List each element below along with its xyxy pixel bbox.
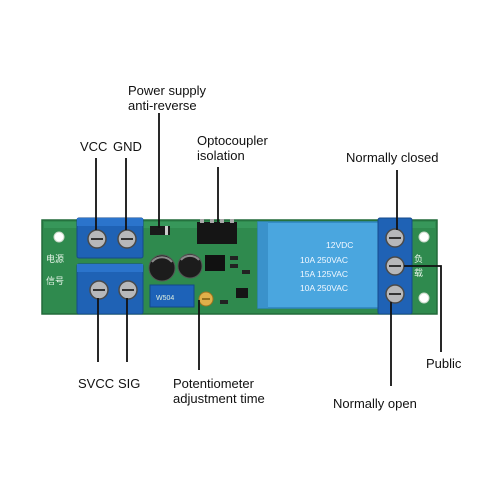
- smd-resistor-3: [242, 270, 250, 274]
- opto-pin: [230, 219, 234, 223]
- relay-body-shade: [258, 222, 268, 308]
- vcc-label: VCC: [80, 139, 107, 154]
- mounting-hole-right: [418, 231, 430, 243]
- public-label: Public: [426, 356, 462, 371]
- capacitor-1-mark: [151, 256, 173, 263]
- relay-rating-line-2: 10A 250VAC: [300, 255, 348, 265]
- relay-rating-line-1: 12VDC: [326, 240, 353, 250]
- leader-lines: [95, 113, 442, 386]
- load-silkscreen-text-2: 载: [414, 267, 423, 279]
- smd-chip-1: [205, 255, 225, 271]
- smd-resistor-5: [220, 300, 228, 304]
- pcb-board-highlight: [44, 222, 435, 228]
- potentiometer-marking: W504: [156, 295, 174, 302]
- mounting-hole-right-bottom: [418, 292, 430, 304]
- opto-pin: [200, 219, 204, 223]
- gnd-label: GND: [113, 139, 142, 154]
- power-silkscreen-text: 电源: [46, 253, 64, 265]
- optocoupler-label-line-2: isolation: [197, 148, 245, 163]
- normally-open-label: Normally open: [333, 396, 417, 411]
- power-supply-label-line-1: Power supply: [128, 83, 207, 98]
- relay-rating-line-4: 10A 250VAC: [300, 283, 348, 293]
- anti-reverse-diode: [150, 226, 170, 235]
- normally-closed-label: Normally closed: [346, 150, 438, 165]
- optocoupler-label-line-1: Optocoupler: [197, 133, 268, 148]
- smd-resistor-1: [230, 256, 238, 260]
- capacitor-2: [177, 253, 203, 279]
- signal-terminal-top: [77, 264, 143, 272]
- public-leader: [404, 265, 442, 352]
- potentiometer-label-line-2: adjustment time: [173, 391, 265, 406]
- relay-rating-line-3: 15A 125VAC: [300, 269, 348, 279]
- power-supply-label-line-2: anti-reverse: [128, 98, 197, 113]
- power-terminal-top: [77, 218, 143, 226]
- optocoupler-chip: [197, 222, 237, 244]
- capacitor-2-mark: [180, 254, 200, 261]
- sig-label: SIG: [118, 376, 140, 391]
- smd-resistor-2: [230, 264, 238, 268]
- smd-transistor: [236, 288, 248, 298]
- load-silkscreen-text-1: 负: [414, 253, 423, 265]
- potentiometer-body: [149, 284, 195, 308]
- signal-silkscreen-text: 信号: [46, 275, 64, 287]
- svcc-label: SVCC: [78, 376, 114, 391]
- capacitor-1: [148, 254, 176, 282]
- mounting-hole-left: [53, 231, 65, 243]
- opto-pin: [220, 219, 224, 223]
- potentiometer-label-line-1: Potentiometer: [173, 376, 255, 391]
- opto-pin: [210, 219, 214, 223]
- relay-body: [257, 221, 381, 309]
- diode-band: [165, 226, 168, 235]
